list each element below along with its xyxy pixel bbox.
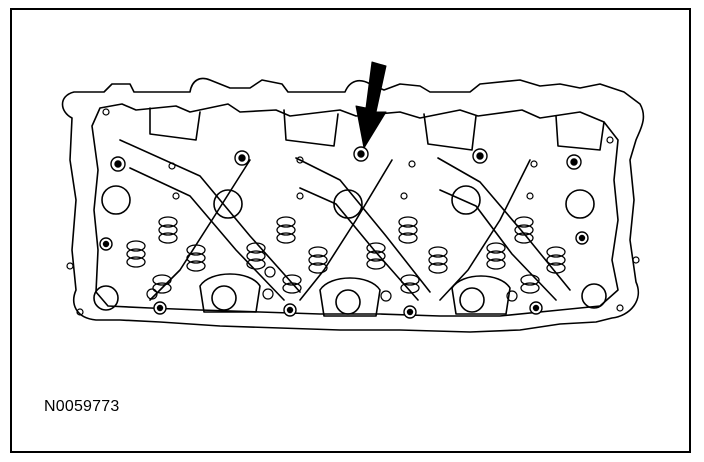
head-bolt-11 xyxy=(529,301,543,315)
gasket-outline xyxy=(91,103,619,317)
cylinder-head-outline xyxy=(61,77,645,333)
rocker-rail-7 xyxy=(149,159,251,301)
perimeter-holes xyxy=(66,108,640,316)
rocker-rail-4 xyxy=(299,187,419,301)
valve-spring-group xyxy=(126,216,566,294)
lower-boss-1 xyxy=(199,273,261,313)
rocker-rail-5 xyxy=(437,157,571,291)
port-2 xyxy=(283,109,339,147)
lower-boss-2 xyxy=(319,277,381,317)
injector-bore-9 xyxy=(459,287,485,313)
pointer-arrow-icon xyxy=(355,61,387,149)
injector-bore-6 xyxy=(93,285,119,311)
port-3 xyxy=(423,113,477,151)
head-bolt-3 xyxy=(353,146,369,162)
head-bolt-9 xyxy=(283,303,297,317)
injector-bore-8 xyxy=(335,289,361,315)
injector-bore-3 xyxy=(333,189,363,219)
head-bolt-4 xyxy=(472,148,488,164)
injector-bore-2 xyxy=(213,189,243,219)
head-bolt-5 xyxy=(566,154,582,170)
head-bolt-2 xyxy=(234,150,250,166)
rocker-rail-1 xyxy=(119,139,301,293)
rocker-rail-8 xyxy=(299,159,393,301)
figure-frame xyxy=(10,8,691,453)
head-bolt-10 xyxy=(403,305,417,319)
head-bolt-7 xyxy=(575,231,589,245)
head-bolt-8 xyxy=(153,301,167,315)
figure-id-label: N0059773 xyxy=(44,398,120,415)
port-1 xyxy=(149,107,201,141)
lower-boss-3 xyxy=(451,275,511,315)
injector-bore-10 xyxy=(581,283,607,309)
port-4 xyxy=(555,115,605,151)
injector-bore-5 xyxy=(565,189,595,219)
head-bolt-6 xyxy=(99,237,113,251)
rocker-rail-6 xyxy=(439,189,557,301)
head-bolt-1 xyxy=(110,156,126,172)
rocker-rail-2 xyxy=(129,167,285,301)
injector-bore-7 xyxy=(211,285,237,311)
rocker-rail-9 xyxy=(439,159,531,301)
injector-bore-4 xyxy=(451,185,481,215)
injector-bore-1 xyxy=(101,185,131,215)
